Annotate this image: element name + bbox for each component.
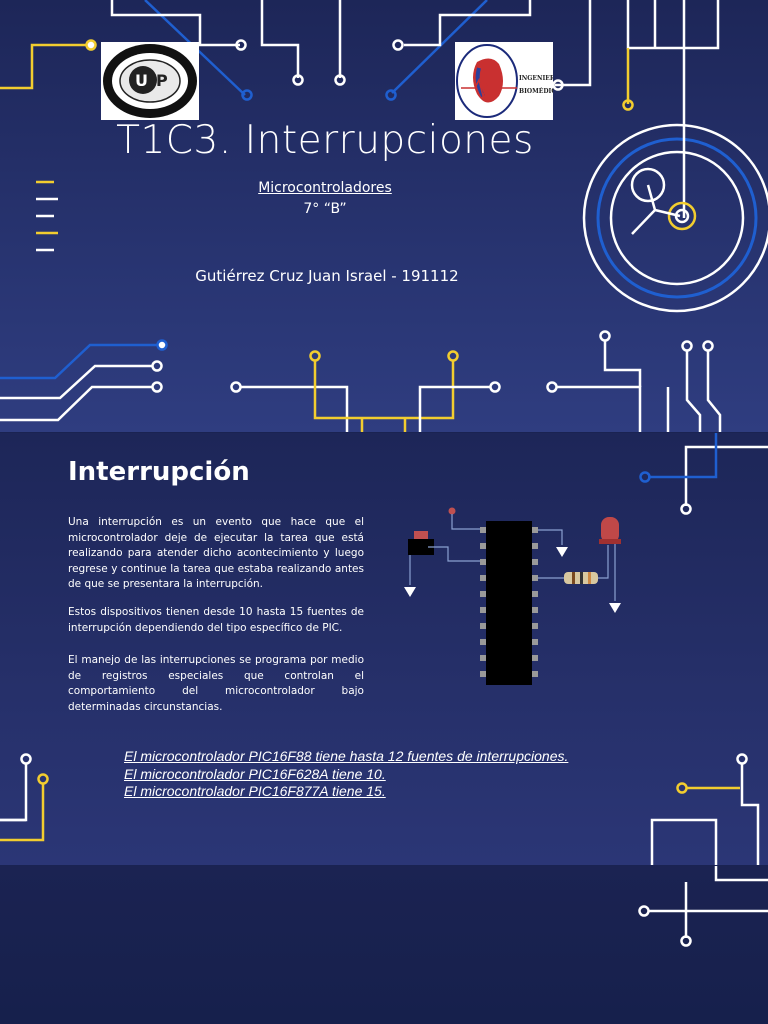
slide-heading: Interrupción xyxy=(68,457,250,487)
note-pic16f628a[interactable]: El microcontrolador PIC16F628A tiene 10. xyxy=(124,766,386,782)
biomedical-logo: INGENIERÍA BIOMÉDICA xyxy=(455,42,563,120)
paragraph-registers: El manejo de las interrupciones se progr… xyxy=(68,654,364,713)
university-seal-icon: U P xyxy=(103,44,197,118)
paragraph-definition: Una interrupción es un evento que hace q… xyxy=(68,516,364,590)
title-slide: U P INGENIERÍA BIOMÉDICA T1C3. Interrupc… xyxy=(0,0,768,432)
group-label: 7° “B” xyxy=(303,201,347,217)
circuit-decoration-icon xyxy=(638,866,768,947)
circuit-decoration-icon xyxy=(0,433,768,865)
note-pic16f877a[interactable]: El microcontrolador PIC16F877A tiene 15. xyxy=(124,783,386,799)
biomedical-engineering-heart-icon: INGENIERÍA BIOMÉDICA xyxy=(456,44,563,118)
svg-text:BIOMÉDICA: BIOMÉDICA xyxy=(519,87,553,95)
svg-text:INGENIERÍA: INGENIERÍA xyxy=(519,75,553,82)
university-logo: U P xyxy=(101,42,199,120)
paragraph-sources: Estos dispositivos tienen desde 10 hasta… xyxy=(68,606,364,634)
circuit-decoration-icon xyxy=(0,0,768,432)
svg-text:U: U xyxy=(135,71,148,90)
next-slide-partial xyxy=(0,866,768,1024)
presentation-title: T1C3. Interrupciones xyxy=(116,118,534,163)
pic-circuit-schematic-icon xyxy=(404,507,621,685)
svg-text:P: P xyxy=(156,71,168,90)
content-slide: Interrupción Una interrupción es un even… xyxy=(0,433,768,865)
author-name: Gutiérrez Cruz Juan Israel - 191112 xyxy=(195,267,459,285)
subject-link[interactable]: Microcontroladores xyxy=(258,180,392,196)
note-pic16f88[interactable]: El microcontrolador PIC16F88 tiene hasta… xyxy=(124,748,569,764)
